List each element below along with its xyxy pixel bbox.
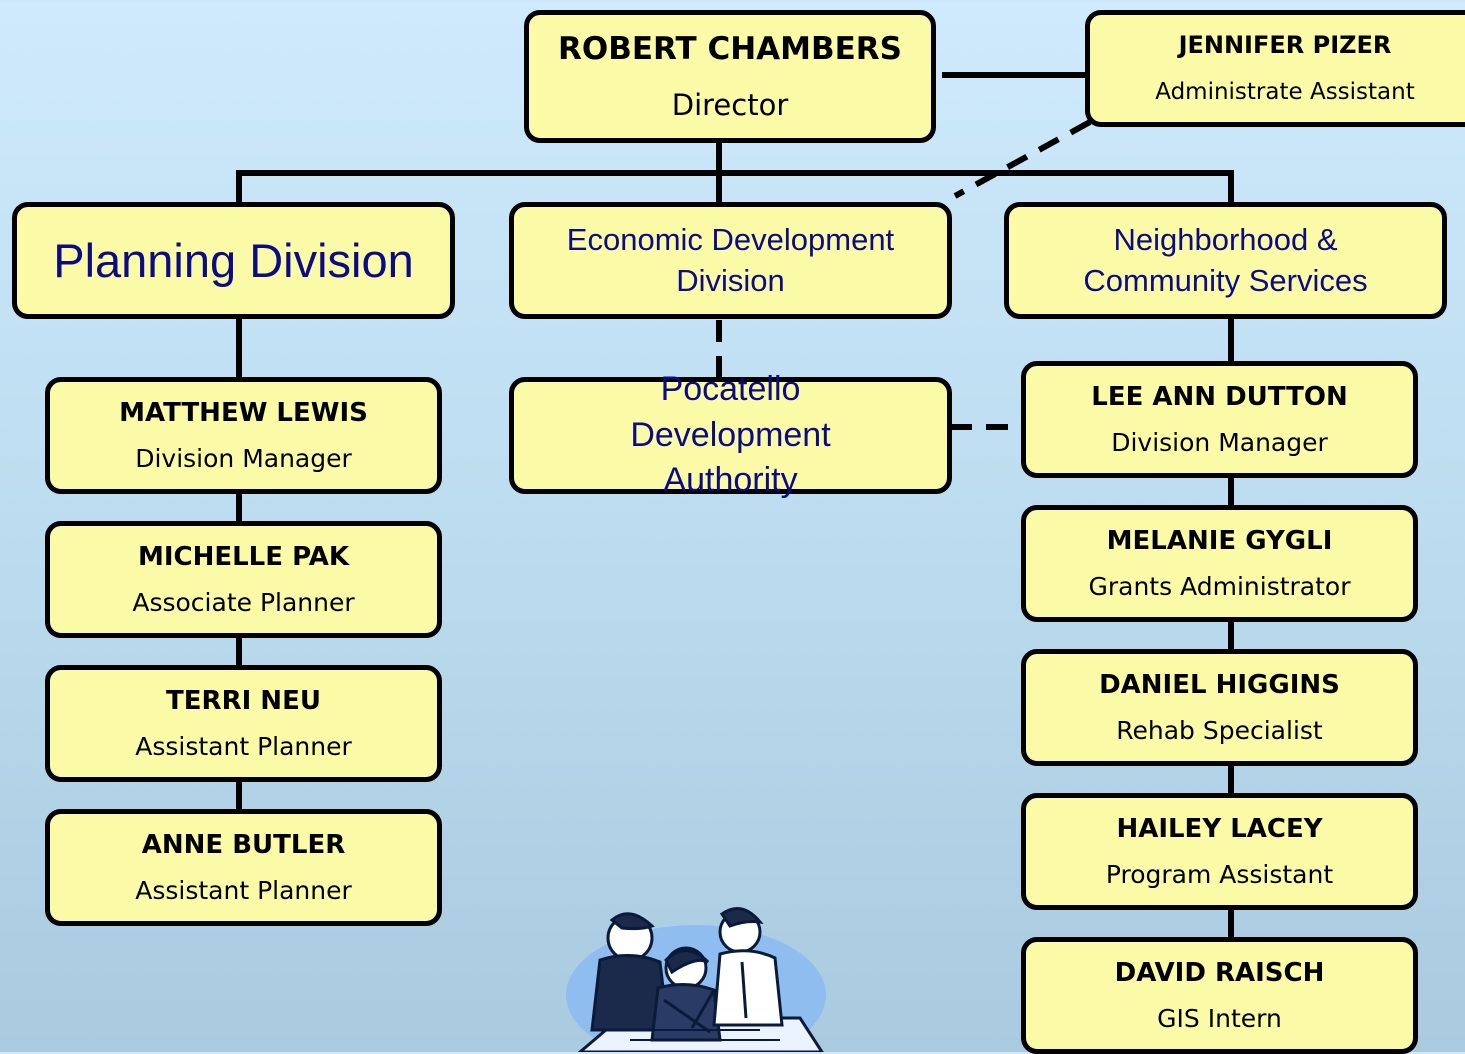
planning-staff-1: MATTHEW LEWIS Division Manager: [45, 377, 442, 494]
person-name: DANIEL HIGGINS: [1099, 670, 1340, 700]
person-title: Grants Administrator: [1088, 572, 1351, 601]
assistant-name: JENNIFER PIZER: [1178, 31, 1392, 59]
person-title: Assistant Planner: [135, 732, 352, 761]
pda-box: Pocatello Development Authority: [509, 370, 952, 499]
planning-staff-4: ANNE BUTLER Assistant Planner: [45, 809, 442, 926]
economic-division-box: Economic Development Division: [509, 202, 952, 319]
assistant-dashed-line: [953, 119, 1092, 199]
person-name: TERRI NEU: [166, 686, 321, 716]
ncs-staff-2: MELANIE GYGLI Grants Administrator: [1021, 505, 1418, 622]
director-title: Director: [671, 87, 789, 122]
planning-staff-3: TERRI NEU Assistant Planner: [45, 665, 442, 782]
person-name: LEE ANN DUTTON: [1091, 382, 1348, 412]
person-name: DAVID RAISCH: [1114, 958, 1325, 988]
assistant-title: Administrate Assistant: [1155, 79, 1415, 105]
person-title: Associate Planner: [132, 588, 355, 617]
person-name: HAILEY LACEY: [1116, 814, 1323, 844]
ncs-staff-3: DANIEL HIGGINS Rehab Specialist: [1021, 649, 1418, 766]
person-name: MELANIE GYGLI: [1106, 526, 1333, 556]
person-title: Division Manager: [1111, 428, 1328, 457]
person-name: MATTHEW LEWIS: [119, 398, 368, 428]
ncs-staff-4: HAILEY LACEY Program Assistant: [1021, 793, 1418, 910]
director-box: ROBERT CHAMBERS Director: [524, 10, 936, 143]
pda-label: Pocatello Development Authority: [630, 369, 831, 500]
person-title: Division Manager: [135, 444, 352, 473]
ncs-division-box: Neighborhood & Community Services: [1004, 202, 1447, 319]
ncs-staff-5: DAVID RAISCH GIS Intern: [1021, 937, 1418, 1054]
people-planning-clipart: [566, 907, 826, 1052]
person-title: Program Assistant: [1105, 860, 1334, 889]
person-title: GIS Intern: [1157, 1004, 1282, 1033]
economic-division-label: Economic Development Division: [566, 222, 895, 298]
person-name: MICHELLE PAK: [137, 542, 350, 572]
ncs-division-label: Neighborhood & Community Services: [1083, 222, 1368, 298]
planning-division-label: Planning Division: [53, 233, 414, 287]
person-name: ANNE BUTLER: [141, 830, 346, 860]
planning-staff-2: MICHELLE PAK Associate Planner: [45, 521, 442, 638]
person-title: Rehab Specialist: [1116, 716, 1323, 745]
director-name: ROBERT CHAMBERS: [558, 30, 902, 67]
person-title: Assistant Planner: [135, 876, 352, 905]
planning-division-box: Planning Division: [12, 202, 455, 319]
ncs-staff-1: LEE ANN DUTTON Division Manager: [1021, 361, 1418, 478]
assistant-box: JENNIFER PIZER Administrate Assistant: [1085, 10, 1465, 127]
